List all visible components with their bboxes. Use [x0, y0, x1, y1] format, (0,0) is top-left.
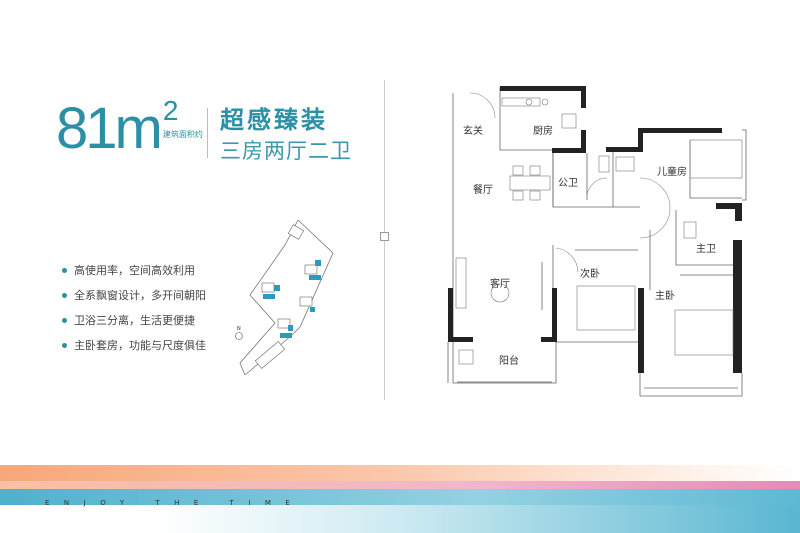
thick-walls: [448, 86, 742, 373]
furniture: [455, 97, 743, 365]
feature-item: 高使用率，空间高效利用: [62, 262, 195, 278]
room-kitchen: 厨房: [533, 124, 553, 137]
room-balcony: 阳台: [499, 354, 519, 367]
site-plan: N: [235, 219, 334, 375]
area-value: 81m: [56, 96, 163, 161]
floor-plan: 玄关 厨房 餐厅 公卫 儿童房 主卫 次卧 客厅 主卧 阳台: [447, 86, 747, 397]
feature-item: 卫浴三分离，生活更便捷: [62, 312, 195, 328]
thin-walls: [447, 87, 747, 397]
room-labels: 玄关 厨房 餐厅 公卫 儿童房 主卫 次卧 客厅 主卧 阳台: [463, 124, 716, 367]
layout-type: 三房两厅二卫: [220, 139, 352, 163]
room-living: 客厅: [490, 277, 510, 290]
feature-item: 全系飘窗设计，多开间朝阳: [62, 287, 206, 303]
doors: [469, 92, 671, 273]
bullet-icon: [62, 267, 67, 273]
bullet-icon: [62, 317, 67, 323]
footer-tagline: ENJOY THE TIME: [45, 499, 305, 507]
feature-text: 全系飘窗设计，多开间朝阳: [74, 289, 206, 302]
feature-item: 主卧套房，功能与尺度俱佳: [62, 337, 206, 353]
feature-text: 主卧套房，功能与尺度俱佳: [74, 339, 206, 352]
header-divider: [207, 108, 208, 158]
building-outlines: [254, 224, 318, 369]
blue-band: [0, 489, 800, 505]
feature-text: 卫浴三分离，生活更便捷: [74, 314, 195, 327]
room-kids: 儿童房: [657, 165, 687, 178]
north-label: N: [237, 326, 241, 332]
marker-icon: [380, 232, 389, 241]
orange-band: [0, 465, 800, 481]
area-superscript: 2: [162, 95, 179, 126]
highlighted-buildings: [263, 260, 321, 338]
compass-icon: [235, 332, 243, 340]
bullet-icon: [62, 292, 67, 298]
slogan: 超感臻装: [220, 106, 328, 134]
room-master-bath: 主卫: [696, 243, 716, 255]
pink-band: [0, 481, 800, 489]
room-master-bedroom: 主卧: [655, 289, 675, 302]
room-dining: 餐厅: [473, 183, 493, 196]
area-side: 2 建筑面积约: [163, 96, 203, 140]
room-entrance: 玄关: [463, 124, 483, 137]
site-boundary: [239, 219, 334, 375]
light-blue-band: [0, 505, 800, 533]
feature-text: 高使用率，空间高效利用: [74, 264, 195, 277]
area-label: 建筑面积约: [162, 130, 203, 139]
room-second-bedroom: 次卧: [580, 267, 600, 280]
area-block: 81m 2 建筑面积约: [56, 96, 203, 162]
room-public-bath: 公卫: [558, 178, 578, 189]
bullet-icon: [62, 342, 67, 348]
